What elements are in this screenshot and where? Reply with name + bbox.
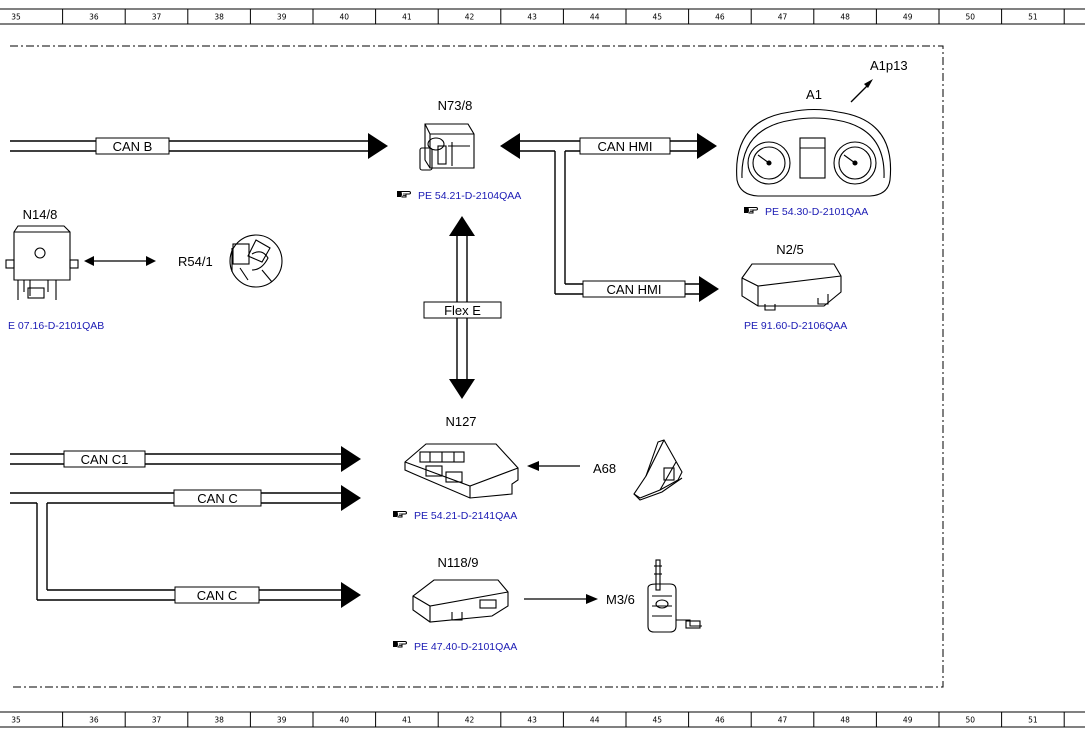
bottom-ruler-cell-label: 47	[778, 716, 788, 725]
top-ruler-cell-label: 48	[840, 13, 850, 22]
component-a1[interactable]: A1 PE 54.30-D-2101QAA	[736, 87, 892, 218]
n118-9-ref[interactable]: PE 47.40-D-2101QAA	[414, 641, 517, 653]
bottom-ruler-cell-label: 37	[152, 716, 162, 725]
bottom-ruler: 35 36 37 38 39 40 41 42 43 44 45 46 47 48 49 50 51	[0, 711, 1085, 728]
n127-reference-icon	[392, 510, 407, 518]
n118-9-m3-6-link	[524, 594, 598, 604]
bottom-ruler-cell-label: 40	[340, 716, 350, 725]
bottom-ruler-cell-label: 38	[214, 716, 224, 725]
a68-n127-link	[527, 461, 580, 471]
n73-8-reference-icon	[396, 190, 411, 198]
a1-reference-icon	[743, 206, 758, 214]
control-unit-icon	[741, 263, 842, 311]
a1p13-pointer: A1p13	[850, 58, 908, 103]
bottom-ruler-cell-label: 43	[527, 716, 537, 725]
can-c1-bus: CAN C1	[10, 446, 361, 472]
bottom-ruler-cell-label: 45	[653, 716, 663, 725]
n118-9-label: N118/9	[438, 555, 479, 570]
flex-e-bus: Flex E	[423, 216, 502, 399]
n118-9-reference-icon	[392, 640, 407, 648]
can-hmi-top-label: CAN HMI	[598, 139, 653, 154]
ignition-switch-icon	[419, 123, 475, 171]
component-m3-6[interactable]: M3/6	[606, 559, 702, 633]
can-c-lower-label: CAN C	[197, 588, 237, 603]
top-ruler-cell-label: 49	[903, 13, 913, 22]
top-ruler-cell-label: 43	[527, 13, 537, 22]
component-n73-8[interactable]: N73/8 PE 54.21-D-2104QAA	[396, 98, 521, 202]
n14-8-ref[interactable]: E 07.16-D-2101QAB	[8, 320, 104, 332]
bottom-ruler-cell-label: 42	[465, 716, 475, 725]
component-n118-9[interactable]: N118/9 PE 47.40-D-2101QAA	[392, 555, 517, 653]
can-c-upper-label: CAN C	[197, 491, 237, 506]
n2-5-label: N2/5	[776, 242, 803, 257]
a68-label: A68	[593, 461, 616, 476]
top-ruler-cell-label: 45	[653, 13, 663, 22]
can-c1-label: CAN C1	[81, 452, 129, 467]
heater-element-icon	[229, 234, 283, 288]
n14-8-label: N14/8	[23, 207, 58, 222]
m3-6-label: M3/6	[606, 592, 635, 607]
component-a68[interactable]: A68	[593, 439, 683, 501]
a1-label: A1	[806, 87, 822, 102]
fuel-pump-icon	[647, 559, 702, 633]
can-hmi-bottom-label: CAN HMI	[607, 282, 662, 297]
top-ruler-cell-label: 47	[778, 13, 788, 22]
bottom-ruler-cell-label: 36	[89, 716, 99, 725]
bottom-ruler-cell-label: 50	[966, 716, 976, 725]
top-ruler-cell-label: 46	[715, 13, 725, 22]
top-ruler-cell-label: 50	[966, 13, 976, 22]
top-ruler-cell-label: 36	[89, 13, 99, 22]
top-ruler-cell-label: 39	[277, 13, 287, 22]
accelerator-pedal-icon	[633, 439, 683, 501]
component-n2-5[interactable]: N2/5 PE 91.60-D-2106QAA	[741, 242, 847, 332]
can-hmi-bus: CAN HMI CAN HMI	[500, 133, 719, 302]
r54-1-label: R54/1	[178, 254, 213, 269]
can-b-label: CAN B	[113, 139, 153, 154]
top-ruler-cell-label: 35	[11, 13, 21, 22]
top-ruler-cell-label: 40	[340, 13, 350, 22]
bottom-ruler-cell-label: 46	[715, 716, 725, 725]
component-n127[interactable]: N127 PE 54.21-D-2141QAA	[392, 414, 519, 522]
n14-8-r54-1-link	[84, 256, 156, 266]
top-ruler-cell-label: 38	[214, 13, 224, 22]
n127-ref[interactable]: PE 54.21-D-2141QAA	[414, 510, 517, 522]
can-b-bus: CAN B	[10, 133, 388, 159]
bottom-ruler-cell-label: 51	[1028, 716, 1038, 725]
a1p13-label: A1p13	[870, 58, 908, 73]
a1-ref[interactable]: PE 54.30-D-2101QAA	[765, 206, 868, 218]
relay-module-icon	[5, 225, 79, 300]
top-ruler-cell-label: 37	[152, 13, 162, 22]
bottom-ruler-cell-label: 39	[277, 716, 287, 725]
bottom-ruler-cell-label: 35	[11, 716, 21, 725]
n73-8-label: N73/8	[438, 98, 473, 113]
top-ruler-cell-label: 41	[402, 13, 412, 22]
instrument-cluster-icon	[736, 108, 892, 197]
top-ruler-cell-label: 51	[1028, 13, 1038, 22]
bottom-ruler-cell-label: 48	[840, 716, 850, 725]
component-r54-1[interactable]: R54/1	[178, 234, 283, 288]
top-ruler-cell-label: 44	[590, 13, 600, 22]
n73-8-ref[interactable]: PE 54.21-D-2104QAA	[418, 190, 521, 202]
bottom-ruler-cell-label: 49	[903, 716, 913, 725]
n2-5-ref[interactable]: PE 91.60-D-2106QAA	[744, 320, 847, 332]
control-unit-icon	[404, 443, 519, 499]
can-c-bus: CAN C CAN C	[10, 485, 361, 608]
system-boundary	[10, 45, 944, 688]
component-n14-8[interactable]: N14/8 E 07.16-D-2101QAB	[5, 207, 104, 332]
n127-label: N127	[445, 414, 476, 429]
bottom-ruler-cell-label: 44	[590, 716, 600, 725]
top-ruler: 35 36 37 38 39 40 41 42 43 44 45 46 47 48 49 50 51	[0, 8, 1085, 25]
bottom-ruler-cell-label: 41	[402, 716, 412, 725]
control-unit-icon	[412, 579, 509, 623]
flex-e-label: Flex E	[444, 303, 481, 318]
top-ruler-cell-label: 42	[465, 13, 475, 22]
